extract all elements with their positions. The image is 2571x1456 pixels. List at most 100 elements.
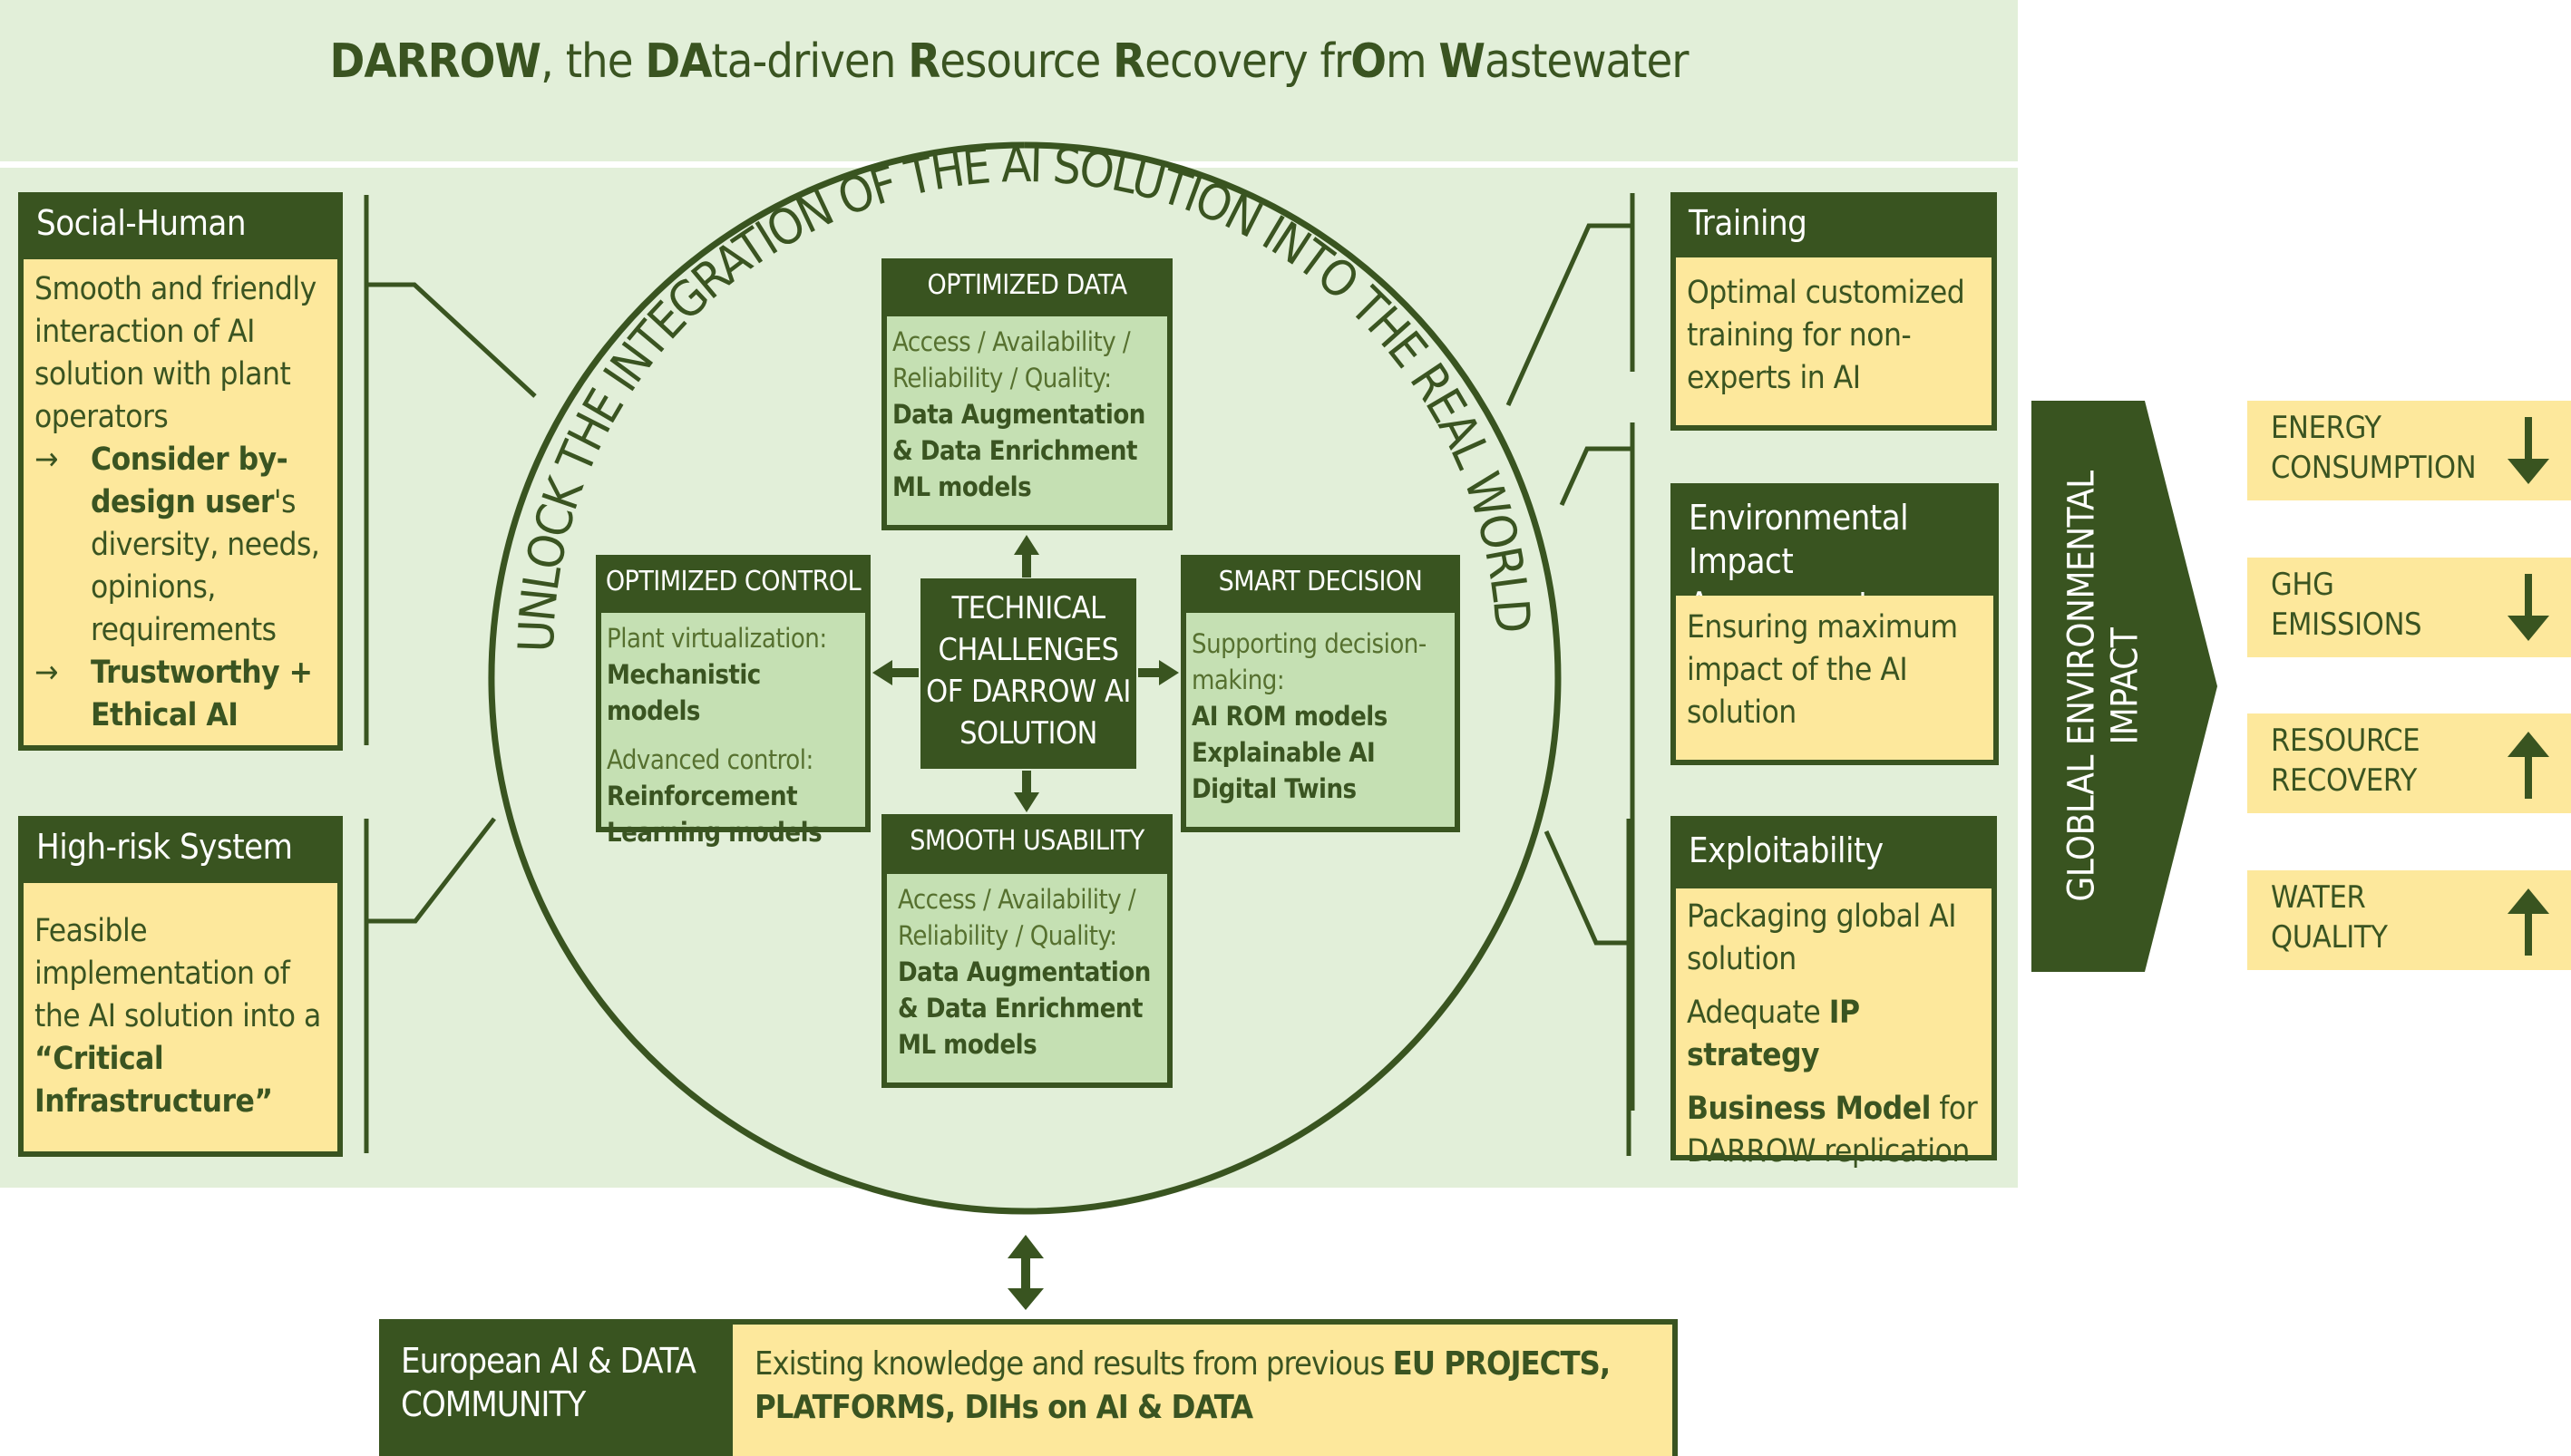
control-bold: Reinforcement Learning models bbox=[607, 781, 823, 848]
technical-challenges-core: TECHNICAL CHALLENGES OF DARROW AI SOLUTI… bbox=[920, 578, 1136, 769]
high-risk-text: Feasible implementation of the AI soluti… bbox=[34, 913, 321, 1034]
optimized-data-box: OPTIMIZED DATA Access / Availability / R… bbox=[881, 258, 1173, 530]
circle-gap bbox=[501, 885, 524, 905]
training-body: Optimal customized training for non-expe… bbox=[1676, 257, 1992, 425]
page-title: DARROW, the DAta-driven Resource Recover… bbox=[0, 34, 2018, 89]
usability-light: Access / Availability / Reliability / Qu… bbox=[898, 884, 1136, 951]
decision-item: Explainable AI bbox=[1192, 737, 1376, 768]
impact-item-ghg: GHG EMISSIONS bbox=[2247, 558, 2571, 657]
center-arrows bbox=[872, 535, 1179, 812]
bullet-bold: Trustworthy + Ethical AI bbox=[91, 655, 313, 733]
title-part: W bbox=[1438, 34, 1485, 89]
optimized-control-body: Plant virtualization: Mechanistic models… bbox=[601, 613, 865, 848]
global-impact-chevron bbox=[2031, 401, 2217, 972]
impact-item-resource: RESOURCE RECOVERY bbox=[2247, 713, 2571, 813]
arrow-up-icon bbox=[2508, 732, 2549, 799]
high-risk-box: High-risk System Feasible implementation… bbox=[18, 816, 343, 1157]
environmental-body: Ensuring maximum impact of the AI soluti… bbox=[1676, 596, 1993, 760]
environmental-box: Environmental Impact Assessment Ensuring… bbox=[1670, 483, 1999, 765]
title-part: DA bbox=[645, 34, 712, 89]
item-text: for DARROW replication bbox=[1687, 1091, 1978, 1170]
control-light: Advanced control: bbox=[607, 744, 813, 775]
exploitability-box: Exploitability Packaging global AI solut… bbox=[1670, 816, 1997, 1170]
impact-item-energy: ENERGY CONSUMPTION bbox=[2247, 401, 2571, 500]
optimized-data-body: Access / Availability / Reliability / Qu… bbox=[887, 316, 1167, 525]
arrow-down-icon bbox=[2508, 417, 2549, 484]
impact-line1: RESOURCE bbox=[2271, 723, 2420, 759]
arrow-up-icon bbox=[1014, 535, 1039, 578]
optimized-data-title: OPTIMIZED DATA bbox=[927, 269, 1127, 301]
impact-line1: WATER bbox=[2271, 879, 2366, 916]
control-bold: Mechanistic models bbox=[607, 659, 761, 726]
impact-line1: GHG bbox=[2271, 567, 2334, 603]
exploitability-body: Packaging global AI solution Adequate IP… bbox=[1676, 888, 1992, 1170]
social-human-bullet: → Trustworthy + Ethical AI bbox=[34, 652, 326, 737]
arrow-right-icon bbox=[1138, 660, 1179, 685]
item-bold: Business Model bbox=[1687, 1091, 1931, 1127]
decision-light: Supporting decision-making: bbox=[1192, 628, 1427, 695]
social-human-bullet: → Consider by-design user's diversity, n… bbox=[34, 439, 326, 652]
training-box: Training Optimal customized training for… bbox=[1670, 192, 1997, 431]
title-part: esource bbox=[940, 34, 1114, 89]
title-part: ta-driven bbox=[711, 34, 909, 89]
high-risk-title: High-risk System bbox=[36, 827, 293, 867]
header-band: DARROW, the DAta-driven Resource Recover… bbox=[0, 0, 2018, 161]
community-desc-bold: EU PROJECTS, PLATFORMS, DIHs on AI & DAT… bbox=[755, 1345, 1611, 1426]
community-description: Existing knowledge and results from prev… bbox=[733, 1325, 1672, 1456]
exploitability-item: Adequate IP strategy bbox=[1687, 992, 1981, 1077]
exploitability-item: Business Model for DARROW replication bbox=[1687, 1088, 1981, 1173]
bidirectional-arrow-icon bbox=[1008, 1235, 1044, 1310]
control-light: Plant virtualization: bbox=[607, 623, 827, 654]
community-box: European AI & DATA COMMUNITY Existing kn… bbox=[379, 1319, 1678, 1456]
decision-item: Digital Twins bbox=[1192, 773, 1357, 804]
bullet-rest: 's diversity, needs, opinions, requireme… bbox=[91, 484, 320, 648]
social-human-title: Social-Human bbox=[36, 203, 247, 243]
arrow-left-icon bbox=[872, 660, 919, 685]
impact-line1: ENERGY bbox=[2271, 410, 2381, 446]
arrow-down-icon bbox=[2508, 574, 2549, 641]
high-risk-body: Feasible implementation of the AI soluti… bbox=[24, 883, 337, 1151]
smart-decision-box: SMART DECISION Supporting decision-makin… bbox=[1181, 555, 1460, 832]
title-part: m bbox=[1385, 34, 1439, 89]
social-human-intro: Smooth and friendly interaction of AI so… bbox=[34, 271, 317, 435]
impact-line2: QUALITY bbox=[2271, 919, 2388, 956]
title-part: O bbox=[1350, 34, 1387, 89]
smooth-usability-box: SMOOTH USABILITY Access / Availability /… bbox=[881, 814, 1173, 1088]
title-part: astewater bbox=[1485, 34, 1689, 89]
social-human-box: Social-Human Smooth and friendly interac… bbox=[18, 192, 343, 751]
item-text: Adequate bbox=[1687, 995, 1829, 1031]
training-title: Training bbox=[1689, 203, 1807, 243]
usability-bold: Data Augmentation & Data Enrichment ML m… bbox=[898, 956, 1151, 1060]
title-part: , the bbox=[540, 34, 646, 89]
smooth-usability-title: SMOOTH USABILITY bbox=[910, 825, 1144, 857]
decision-item: AI ROM models bbox=[1192, 701, 1388, 732]
bullet-bold: Consider by-design user bbox=[91, 442, 288, 520]
high-risk-bold: “Critical Infrastructure” bbox=[34, 1041, 273, 1120]
impact-line2: EMISSIONS bbox=[2271, 607, 2422, 643]
title-part: ecovery fr bbox=[1144, 34, 1351, 89]
title-part: R bbox=[908, 34, 940, 89]
community-label: European AI & DATA COMMUNITY bbox=[401, 1341, 696, 1424]
optimized-control-box: OPTIMIZED CONTROL Plant virtualization: … bbox=[596, 555, 871, 848]
right-connectors bbox=[1505, 193, 1635, 1156]
global-impact-line1: GLOBLAL ENVIRONMENTAL bbox=[2061, 471, 2104, 902]
right-arrow-icon: → bbox=[34, 442, 58, 478]
optimized-control-title: OPTIMIZED CONTROL bbox=[605, 566, 862, 597]
social-human-body: Smooth and friendly interaction of AI so… bbox=[24, 259, 337, 745]
global-impact-label: GLOBLAL ENVIRONMENTAL IMPACT bbox=[2040, 401, 2167, 972]
optimized-data-light: Access / Availability / Reliability / Qu… bbox=[892, 326, 1131, 393]
impact-line2: CONSUMPTION bbox=[2271, 450, 2477, 486]
title-part: R bbox=[1113, 34, 1145, 89]
impact-item-water: WATER QUALITY bbox=[2247, 870, 2571, 970]
title-part: DARROW bbox=[329, 34, 541, 89]
arrow-up-icon bbox=[2508, 888, 2549, 956]
optimized-data-bold: Data Augmentation & Data Enrichment ML m… bbox=[892, 399, 1145, 502]
right-arrow-icon: → bbox=[34, 655, 58, 691]
exploitability-title: Exploitability bbox=[1689, 830, 1884, 870]
smooth-usability-body: Access / Availability / Reliability / Qu… bbox=[887, 874, 1167, 1082]
arrow-down-icon bbox=[1014, 771, 1039, 812]
left-connectors bbox=[364, 195, 537, 1153]
smart-decision-title: SMART DECISION bbox=[1218, 566, 1423, 597]
exploitability-item: Packaging global AI solution bbox=[1687, 898, 1957, 977]
impact-line2: RECOVERY bbox=[2271, 762, 2418, 799]
